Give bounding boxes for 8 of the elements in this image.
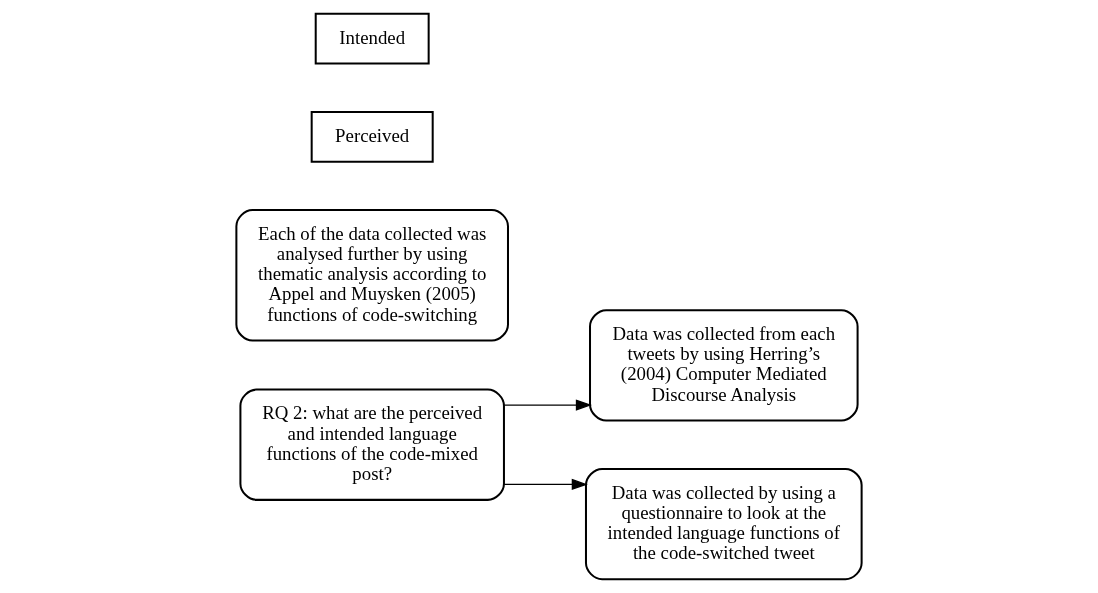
node-box: Each of the data collected was analysed further by using thematic analysis according to Appel and Muysken (2005) functions of code-switching <box>235 209 509 342</box>
arrow <box>503 478 588 491</box>
node-box: Data was collected from each tweets by using Herring’s (2004) Computer Mediated Discourse Analysis <box>589 309 859 422</box>
node-box: Data was collected by using a questionnaire to look at the intended language functions of the code-switched tweet <box>584 467 863 581</box>
node-box: Perceived <box>310 110 434 163</box>
node-box: Intended <box>314 12 430 65</box>
node-box: RQ 2: what are the perceived and intended language functions of the code-mixed post? <box>239 388 505 501</box>
arrow <box>503 399 592 411</box>
